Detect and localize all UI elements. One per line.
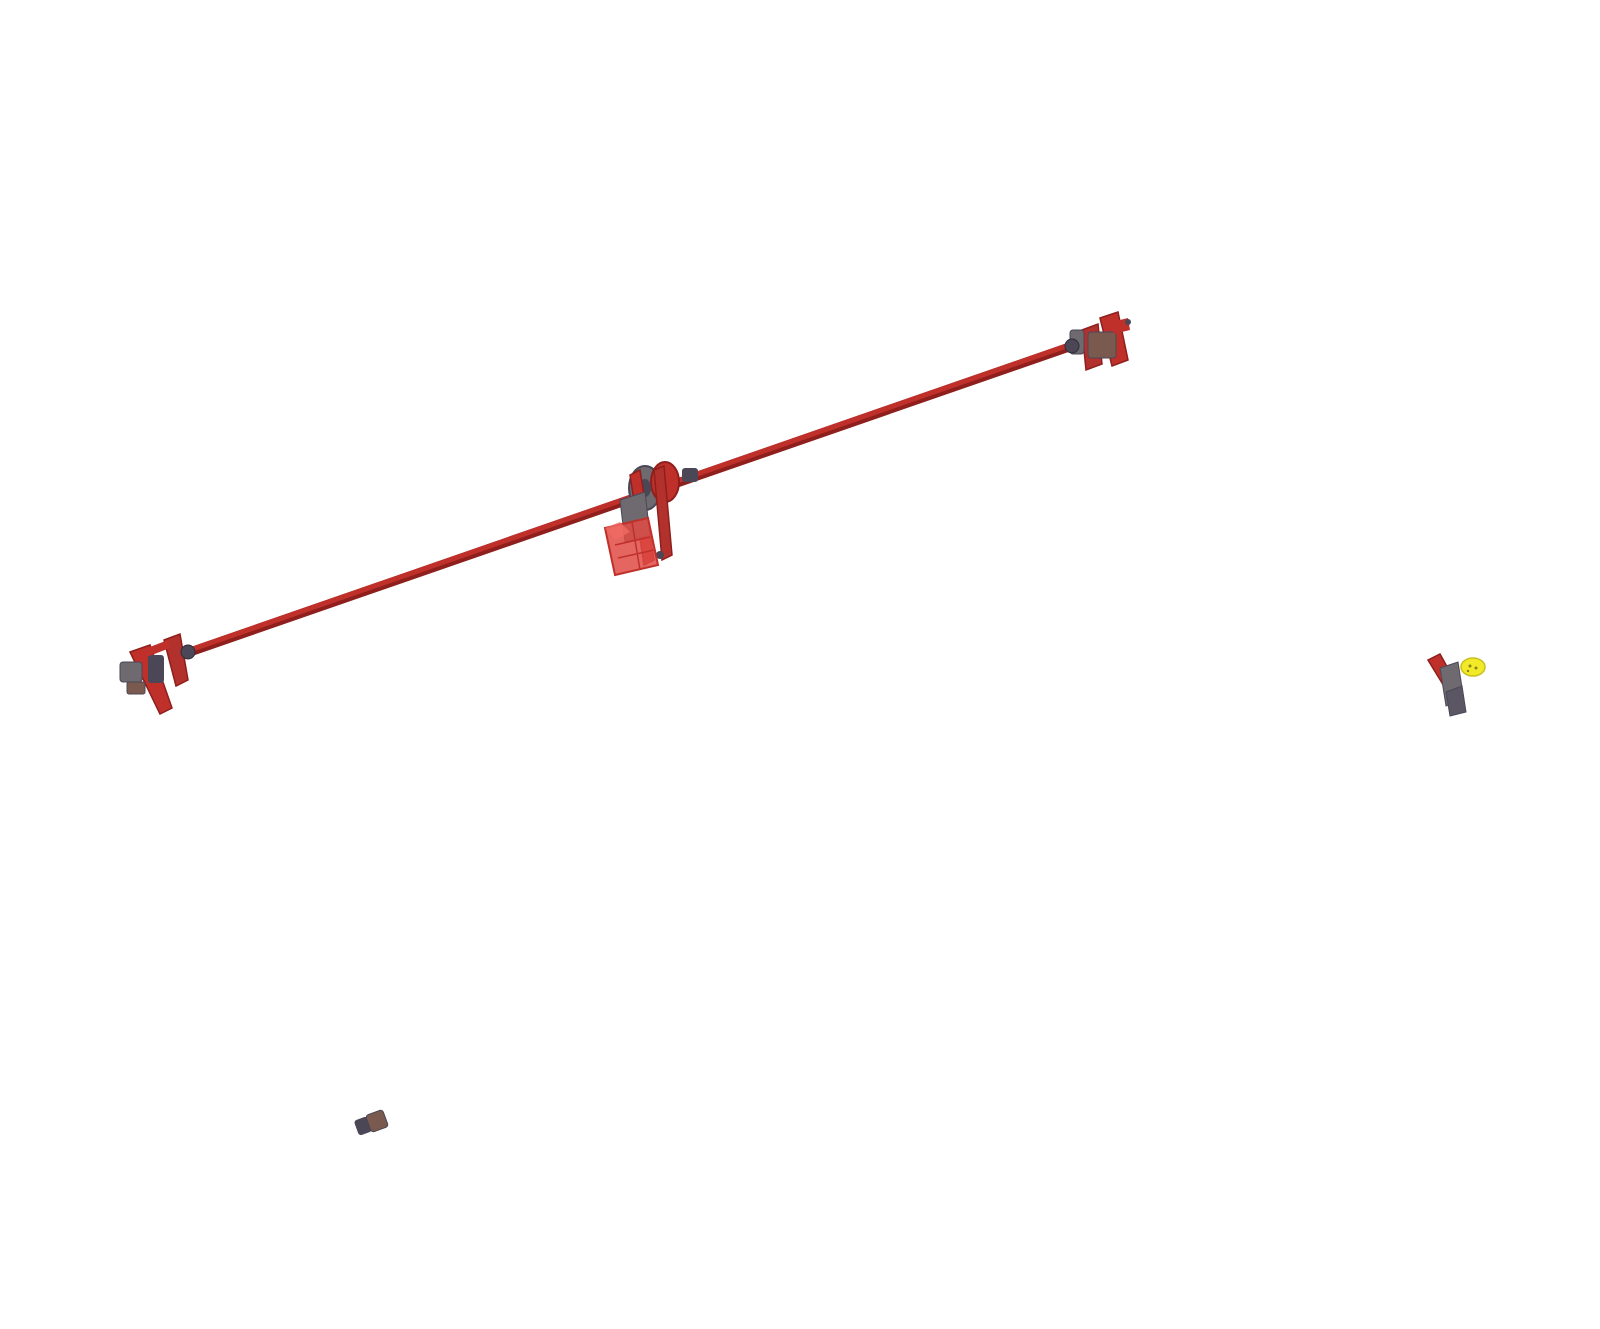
right-end-bracket[interactable] (1064, 311, 1131, 372)
detached-arm-part[interactable] (1426, 653, 1486, 717)
loose-coupler-part[interactable] (354, 1109, 389, 1136)
center-motor-housing[interactable] (603, 516, 660, 577)
left-end-bracket[interactable] (119, 632, 196, 716)
